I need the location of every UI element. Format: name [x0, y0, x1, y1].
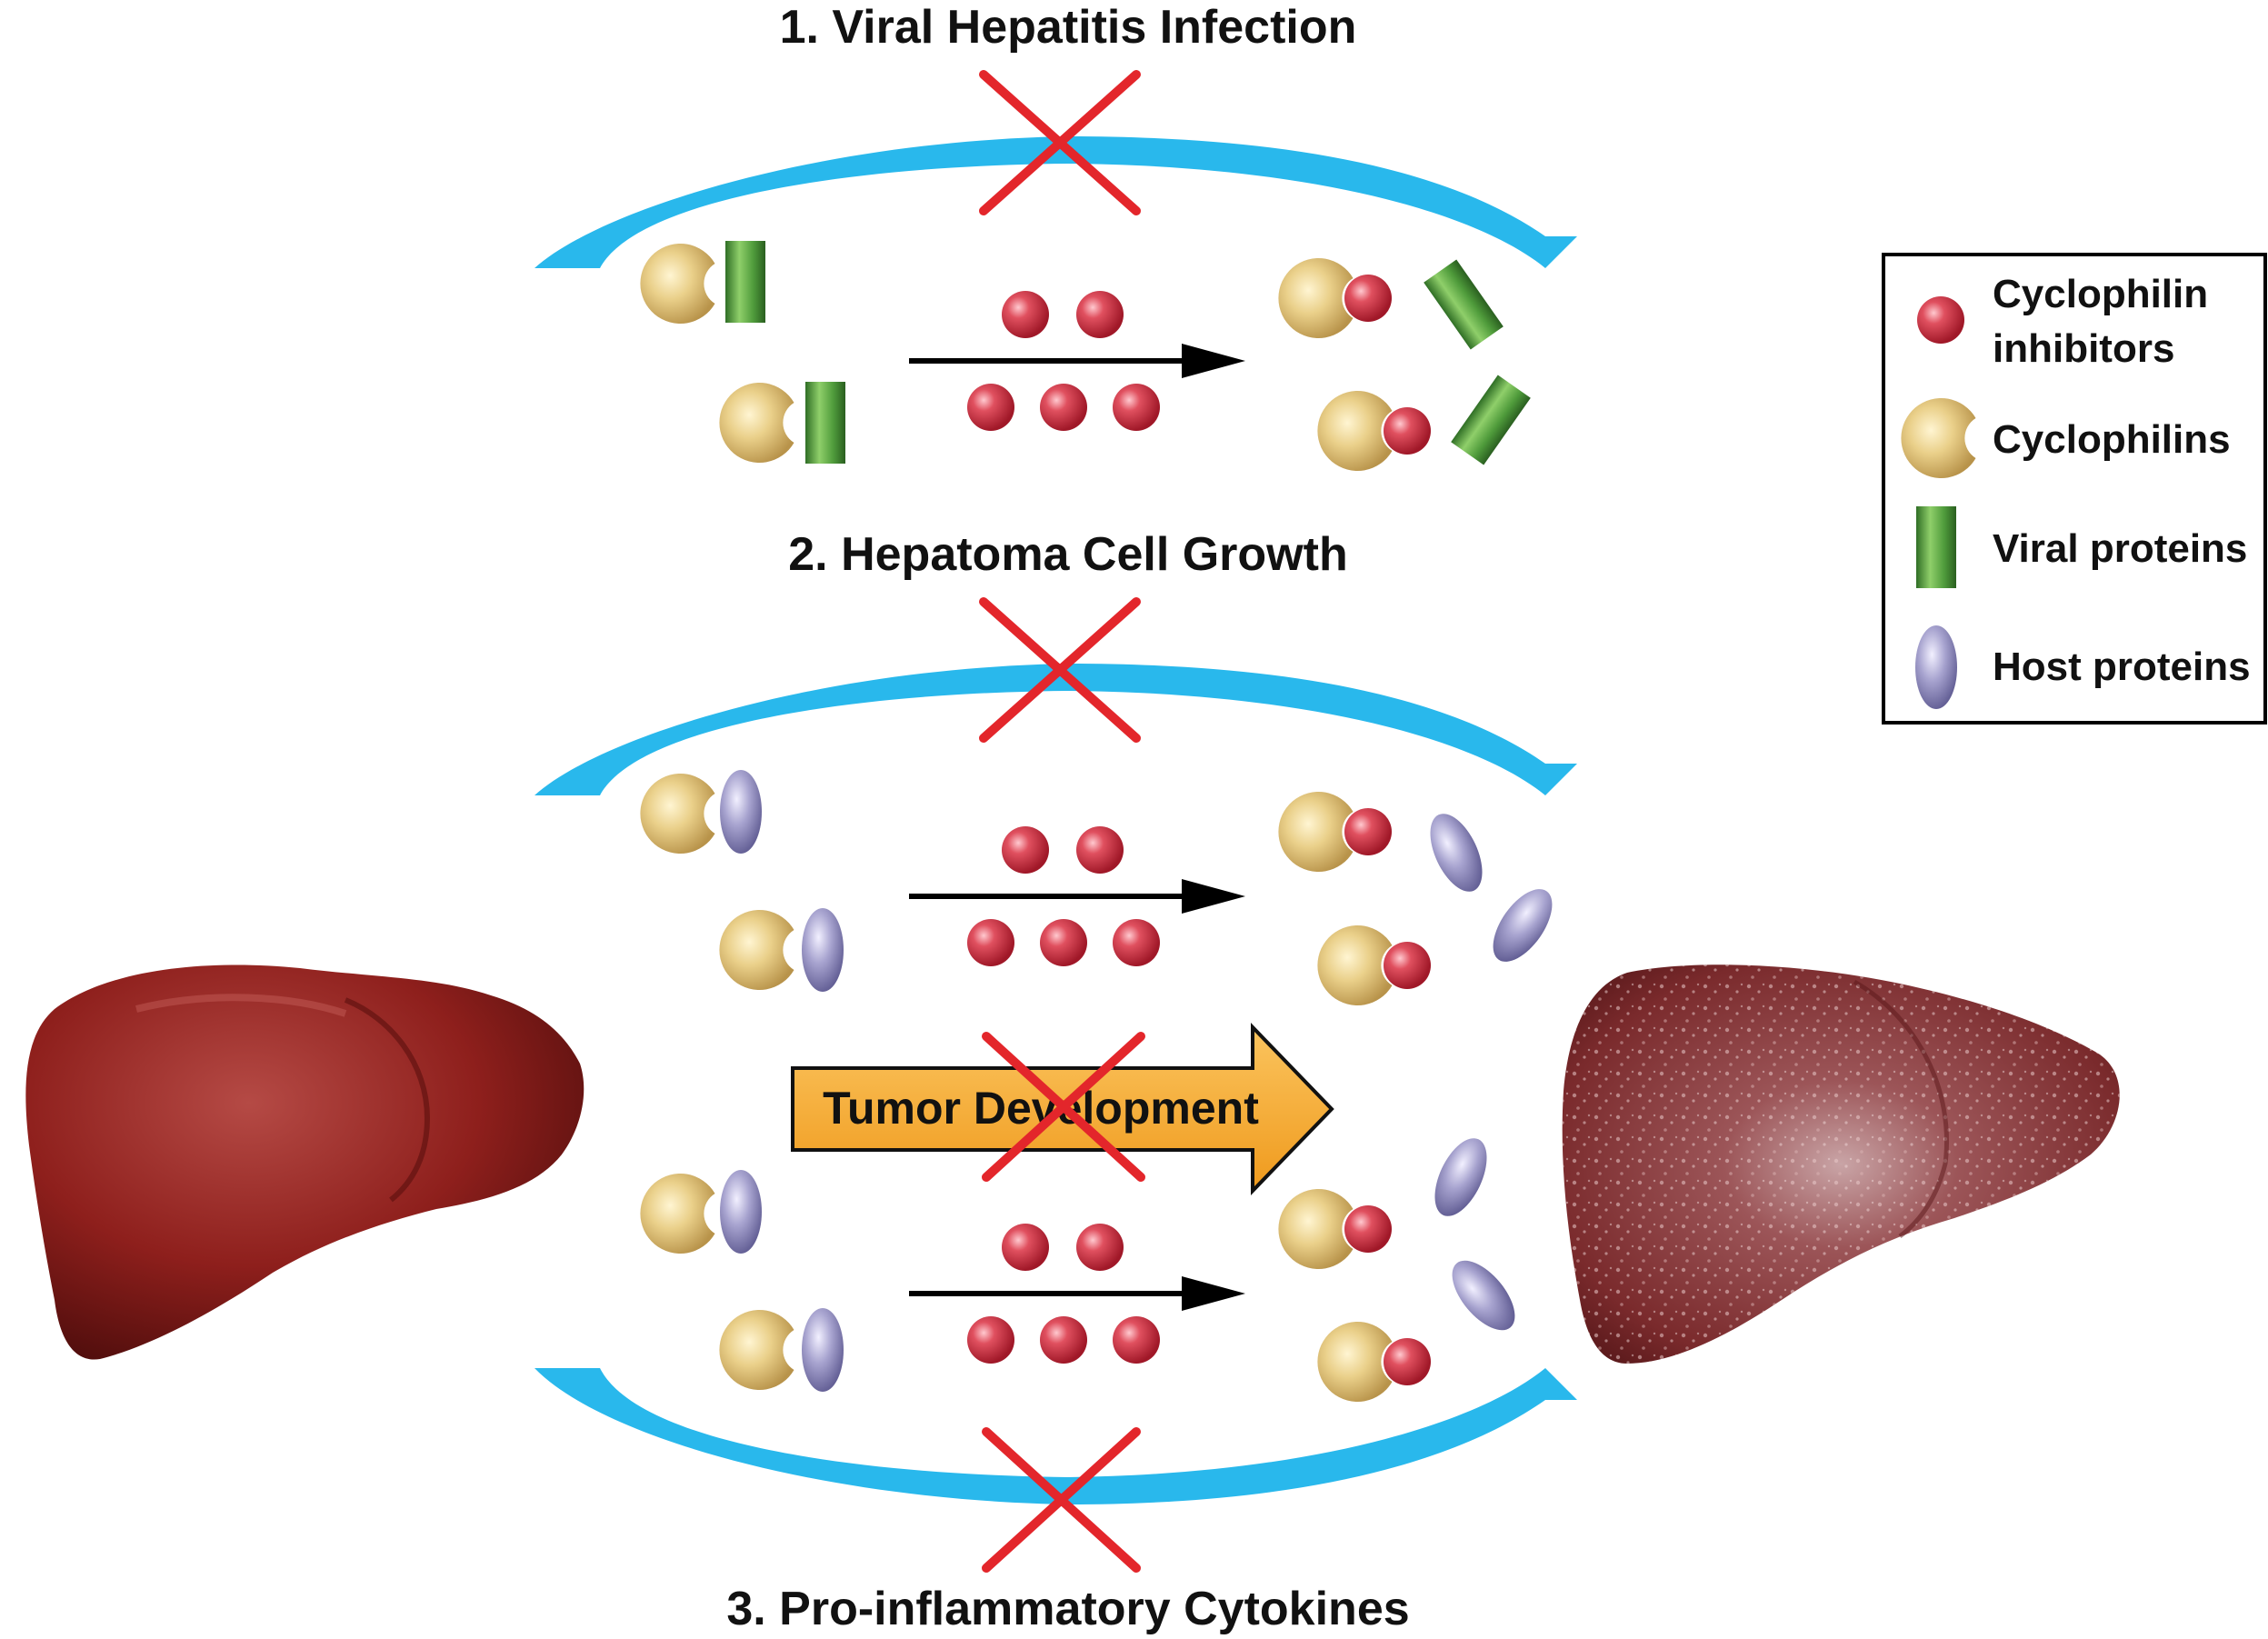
viral-protein-icon [1424, 259, 1504, 350]
section-3-before [640, 1170, 844, 1392]
purple-oval-icon [1915, 625, 1957, 709]
viral-protein-icon [725, 241, 765, 323]
legend-label-inhibitors-line2: inhibitors [1993, 326, 2174, 371]
inhibitor-icon [1344, 808, 1392, 855]
host-protein-icon [1440, 1249, 1527, 1342]
inhibitor-icon [1076, 1224, 1124, 1271]
legend: Cyclophilin inhibitors Cyclophilins Vira… [1882, 253, 2267, 725]
red-x-bottom [982, 1427, 1141, 1573]
red-x-middle [979, 597, 1141, 743]
inhibitor-icon [1384, 407, 1431, 455]
inhibitor-icon [1076, 826, 1124, 874]
inhibitor-icon [967, 1316, 1014, 1364]
legend-item-inhibitors: Cyclophilin inhibitors [1917, 272, 2208, 371]
section-1-black-arrow [909, 344, 1245, 378]
cyclophilin-icon [1278, 792, 1354, 872]
inhibitor-icon [1040, 384, 1087, 431]
diseased-liver [1562, 964, 2120, 1364]
red-x-top [979, 70, 1141, 215]
inhibitor-icon [967, 919, 1014, 966]
legend-item-viral: Viral proteins [1916, 506, 2247, 588]
legend-label-viral: Viral proteins [1993, 526, 2247, 571]
inhibitor-icon [1344, 1205, 1392, 1253]
host-protein-icon [1424, 1130, 1498, 1224]
inhibitor-icon [1113, 919, 1160, 966]
red-x-tumor [982, 1032, 1145, 1182]
legend-item-cyclophilins: Cyclophilins [1901, 398, 2231, 478]
cyclophilin-icon [1278, 1189, 1354, 1269]
legend-label-cyclophilins: Cyclophilins [1993, 417, 2231, 462]
inhibitor-icon [1384, 942, 1431, 989]
cyclophilin-icon [719, 383, 794, 463]
inhibitor-icon [1040, 1316, 1087, 1364]
section-1-after [1278, 258, 1531, 471]
section-2-title: 2. Hepatoma Cell Growth [788, 528, 1347, 581]
section-2-after [1278, 792, 1564, 1005]
viral-protein-icon [805, 382, 845, 464]
inhibitor-icon [1113, 1316, 1160, 1364]
legend-label-inhibitors-line1: Cyclophilin [1993, 272, 2208, 316]
host-protein-icon [1419, 805, 1494, 900]
inhibitor-icon [1040, 919, 1087, 966]
legend-label-host: Host proteins [1993, 645, 2251, 689]
cyclophilin-icon [640, 1174, 715, 1254]
blue-arrow-middle [535, 664, 1577, 795]
inhibitor-icon [1002, 1224, 1049, 1271]
cyclophilin-icon [640, 244, 715, 324]
inhibitor-icon [1002, 291, 1049, 338]
cyclophilin-icon [1317, 925, 1393, 1005]
host-protein-icon [802, 1308, 844, 1392]
section-2-before [640, 770, 844, 992]
inhibitor-icon [1076, 291, 1124, 338]
section-3-black-arrow [909, 1276, 1245, 1311]
green-cylinder-icon [1916, 506, 1956, 588]
section-3-title: 3. Pro-inflammatory Cytokines [726, 1583, 1409, 1635]
inhibitor-icon [1344, 275, 1392, 322]
host-protein-icon [720, 770, 762, 854]
healthy-liver [25, 964, 584, 1360]
inhibitor-icon [1002, 826, 1049, 874]
inhibitor-icon [967, 384, 1014, 431]
cyclophilin-icon [1317, 391, 1393, 471]
section-1-before [640, 241, 845, 464]
cyclophilin-icon [1317, 1322, 1393, 1402]
cyclophilin-icon [1278, 258, 1354, 338]
red-sphere-icon [1917, 296, 1964, 344]
cyclophilin-icon [719, 1310, 794, 1390]
section-3-after [1278, 1130, 1527, 1402]
cyclophilin-icon [640, 774, 715, 854]
blue-arrow-top [535, 136, 1577, 268]
section-2-black-arrow [909, 879, 1245, 914]
inhibitor-icon [1113, 384, 1160, 431]
host-protein-icon [802, 908, 844, 992]
host-protein-icon [1481, 879, 1564, 972]
blue-arrow-bottom [535, 1368, 1577, 1504]
section-1-title: 1. Viral Hepatitis Infection [780, 1, 1357, 54]
inhibitor-icon [1384, 1338, 1431, 1385]
legend-item-host: Host proteins [1915, 625, 2251, 709]
cyclophilin-icon [719, 910, 794, 990]
viral-protein-icon [1451, 375, 1531, 465]
host-protein-icon [720, 1170, 762, 1254]
